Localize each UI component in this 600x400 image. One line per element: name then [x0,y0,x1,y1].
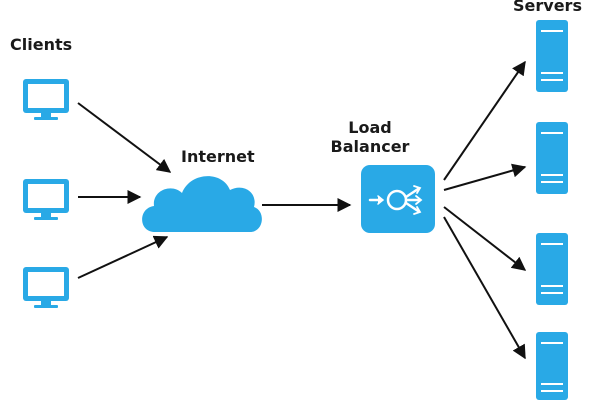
load-balancer-icon [368,185,423,215]
server-3 [536,233,568,305]
server-icon [536,332,568,400]
server-icon [536,20,568,92]
internet-cloud [142,176,262,232]
server-2 [536,122,568,194]
servers-label: Servers [513,0,582,15]
load-balancer-box [361,165,435,233]
client-computer-1 [23,79,69,120]
arrow-lb-to-server2 [443,163,527,191]
load-balancer-label: Load Balancer [315,118,425,156]
client-computer-3 [23,267,69,308]
arrow-lb-to-server1 [443,60,526,181]
clients-label: Clients [10,35,73,54]
computer-icon [23,267,69,308]
computer-icon [23,179,69,220]
load-balancer [361,165,435,233]
arrow-lb-to-server4 [443,216,526,360]
server-1 [536,20,568,92]
server-4 [536,332,568,400]
arrow-lb-to-server3 [443,206,527,271]
server-icon [536,122,568,194]
internet-label: Internet [181,147,255,166]
load-balancer-label-line2: Balancer [330,137,410,156]
computer-icon [23,79,69,120]
arrow-client1-to-internet [77,102,172,173]
arrow-client3-to-internet [77,235,169,279]
load-balancer-label-line1: Load [348,118,392,137]
cloud-icon [142,176,262,232]
server-icon [536,233,568,305]
client-computer-2 [23,179,69,220]
